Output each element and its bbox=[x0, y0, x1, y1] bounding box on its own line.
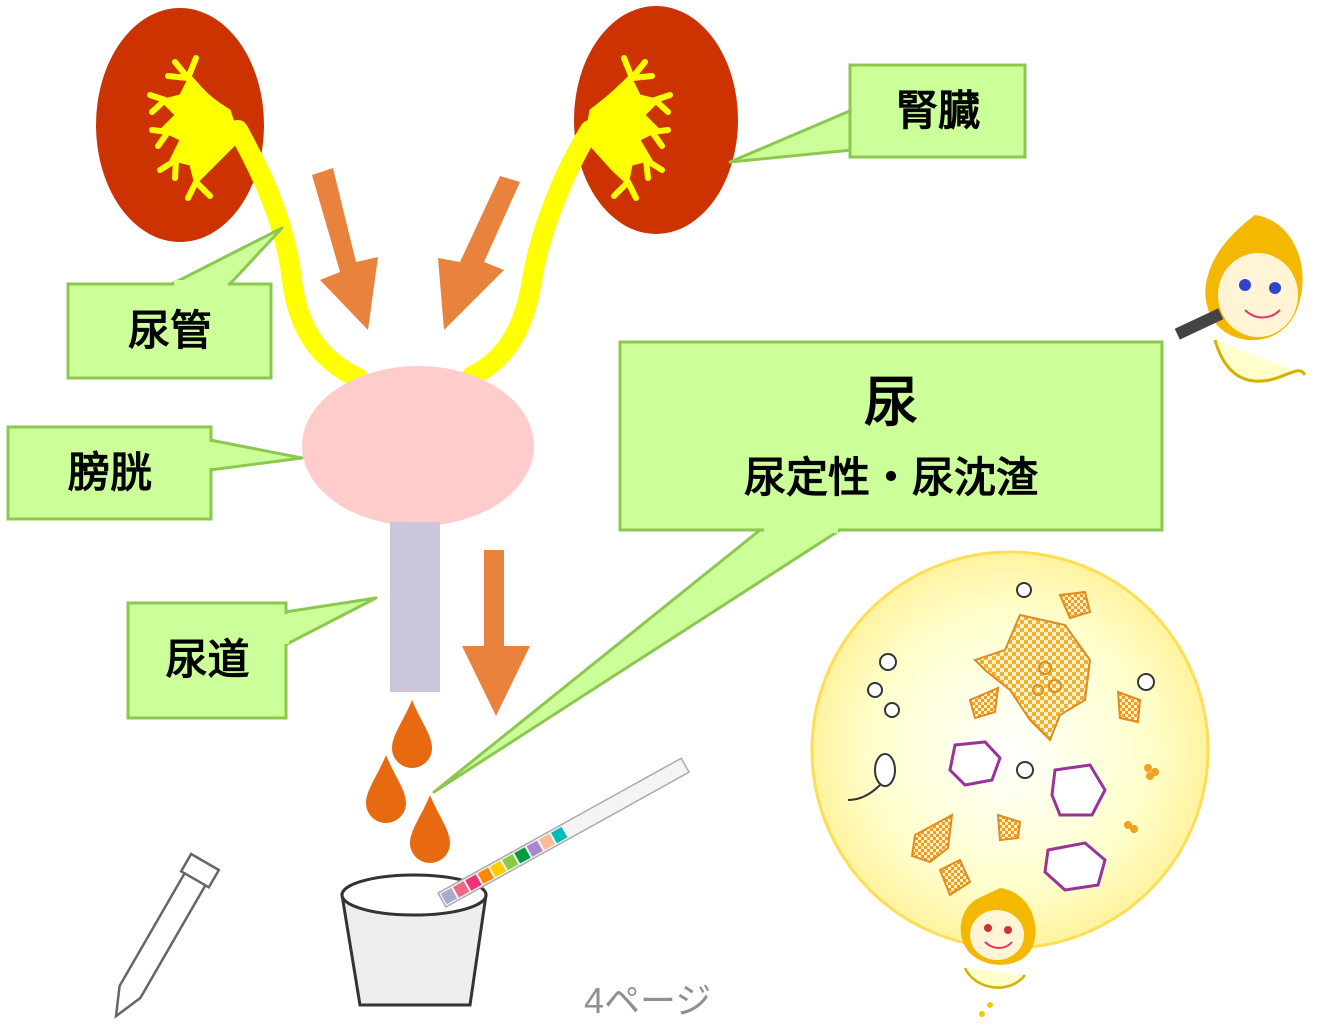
callout-urethra bbox=[126, 601, 288, 720]
callout-tail-urethra bbox=[283, 596, 378, 647]
flow-arrow-right bbox=[438, 176, 520, 330]
mascot-icon bbox=[960, 888, 1036, 1017]
urine-drop-icon bbox=[366, 700, 450, 863]
bladder-label: 膀胱 bbox=[67, 448, 152, 497]
kidney-left bbox=[96, 8, 264, 242]
callout-kidney bbox=[848, 63, 1027, 159]
page-number: 4ページ bbox=[584, 980, 712, 1021]
urethra-label: 尿道 bbox=[165, 635, 250, 684]
callout-bladder bbox=[6, 425, 213, 521]
urine-title: 尿 bbox=[864, 371, 918, 434]
flow-arrow-left bbox=[312, 168, 378, 330]
callout-urine bbox=[618, 340, 1164, 532]
microscope-view-icon bbox=[810, 550, 1210, 950]
callout-ureter bbox=[66, 282, 273, 380]
callout-tail-kidney bbox=[728, 108, 854, 164]
bladder-icon bbox=[302, 366, 534, 526]
ureter-right bbox=[462, 120, 600, 386]
urine-subtitle: 尿定性・尿沈渣 bbox=[743, 453, 1038, 502]
flow-arrow-down bbox=[462, 550, 530, 716]
kidney-right bbox=[574, 6, 738, 234]
urine-cup-icon bbox=[340, 873, 488, 1007]
test-strip-icon bbox=[437, 757, 691, 909]
kidney-label: 腎臓 bbox=[895, 86, 980, 135]
mascot-icon bbox=[1174, 215, 1307, 383]
urethra-shape bbox=[390, 522, 440, 692]
ureter-label: 尿管 bbox=[127, 306, 212, 355]
callout-tail-bladder bbox=[208, 438, 304, 472]
test-tube-icon bbox=[114, 852, 221, 1019]
renal-pelvis-left bbox=[147, 55, 241, 201]
renal-pelvis-right bbox=[584, 55, 673, 201]
ureter-left bbox=[228, 120, 368, 388]
